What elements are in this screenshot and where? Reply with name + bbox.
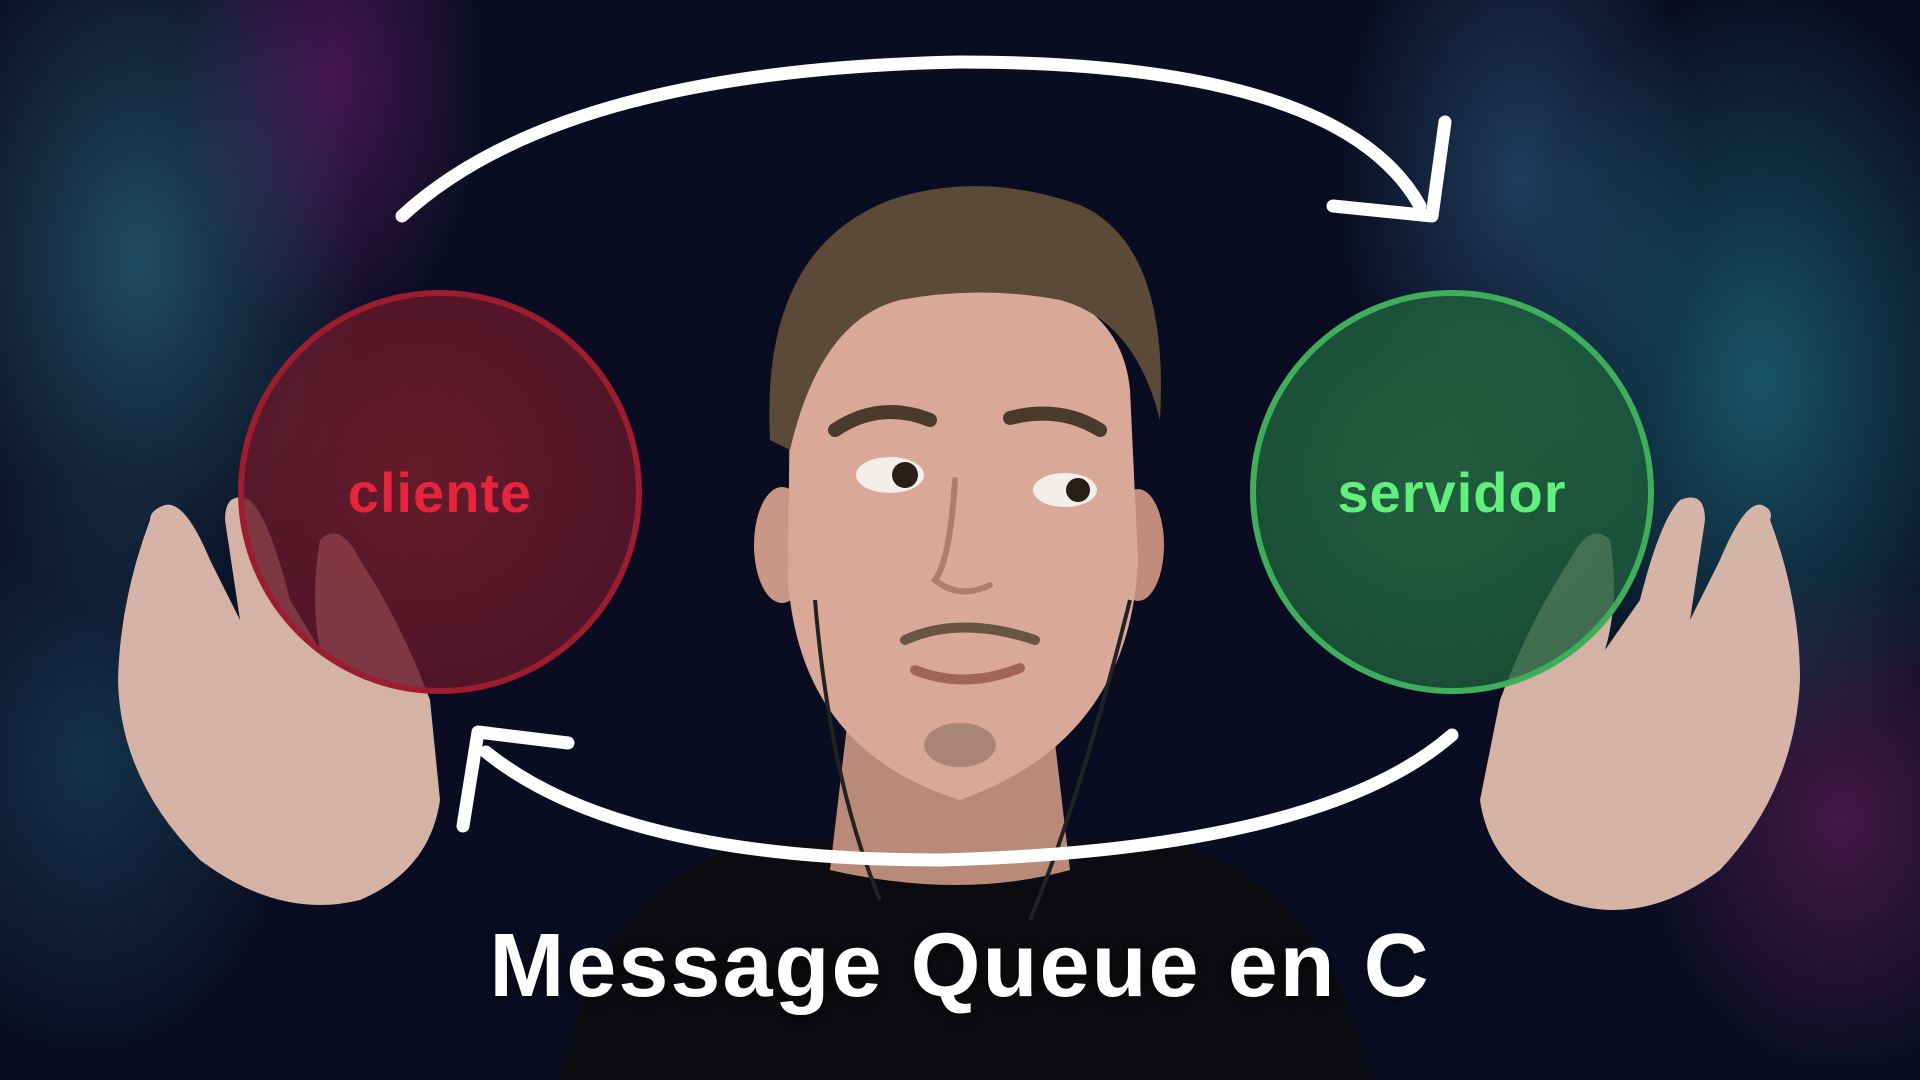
presenter-left-pupil [892,462,918,488]
arrow-head-server [1326,115,1452,223]
presenter-hair [769,186,1161,450]
presenter-face [788,272,1138,800]
presenter-torso [560,840,1370,1080]
earphone-wire-left [813,599,882,901]
presenter-left-eyebrow [828,405,937,437]
earphone-wire-right [1028,599,1132,921]
client-label: cliente [347,460,533,524]
server-label: servidor [1337,460,1567,524]
arrow-head-client [456,725,575,833]
presenter-right-pupil [1066,478,1090,502]
server-circle: servidor [1250,290,1654,694]
presenter-mouth [910,663,1025,685]
presenter-chin-beard [924,723,996,767]
presenter-right-eyebrow [1003,406,1107,437]
presenter-nose [930,477,993,595]
arrow-client-to-server [395,55,1427,223]
arrow-server-to-client [479,728,1459,867]
client-circle: cliente [238,290,642,694]
presenter-mustache [900,622,1040,645]
video-title: Message Queue en C [489,916,1431,1016]
